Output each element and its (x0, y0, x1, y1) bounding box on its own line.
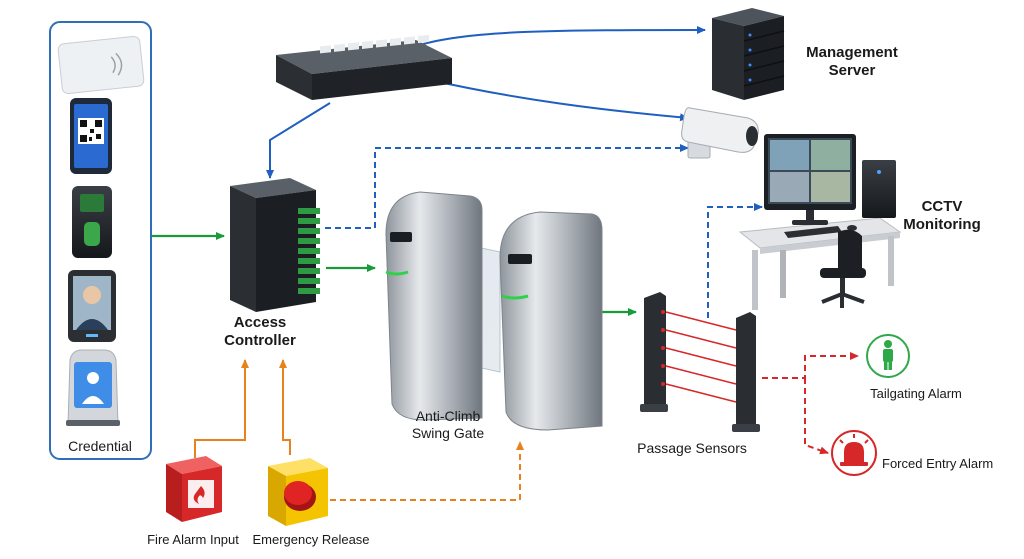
cctv-camera-icon (681, 107, 759, 159)
access-controller-icon (230, 178, 320, 312)
smartphone-qr-icon (70, 98, 112, 174)
network-switch-icon (276, 34, 452, 100)
line-sensors-to-forced-entry (804, 378, 829, 455)
line-emergency-to-controller (279, 359, 291, 455)
line-fire-to-controller (194, 359, 249, 458)
self-service-kiosk-icon (66, 349, 120, 426)
fire-alarm-icon (166, 456, 222, 522)
passage-sensors-icon (640, 292, 760, 432)
emergency-release-icon (268, 458, 328, 526)
anti-climb-swing-gate-label: Anti-Climb Swing Gate (411, 408, 485, 441)
rfid-card-icon (57, 35, 145, 95)
line-sensors-to-cctv (707, 203, 763, 318)
line-switch-to-server (419, 26, 706, 46)
fingerprint-reader-icon (72, 186, 112, 258)
line-emergency-to-gate (330, 441, 524, 501)
forced-entry-alarm-icon (831, 430, 877, 476)
emergency-release-label: Emergency Release (252, 532, 370, 547)
credential-panel (49, 21, 152, 460)
fire-alarm-input-label: Fire Alarm Input (147, 532, 239, 547)
line-sensors-to-tailgating (762, 352, 859, 379)
forced-entry-alarm-label: Forced Entry Alarm (882, 456, 994, 471)
line-switch-to-camera (429, 79, 689, 122)
management-server-icon (712, 8, 785, 100)
line-switch-to-controller (266, 102, 331, 179)
credential-label: Credential (68, 438, 132, 454)
tailgating-alarm-icon (866, 334, 910, 378)
anti-climb-swing-gate-icon (385, 191, 603, 431)
tailgating-alarm-label: Tailgating Alarm (870, 386, 962, 401)
cctv-monitoring-label: CCTV Monitoring (903, 198, 981, 233)
cctv-workstation-icon (738, 134, 902, 310)
management-server-label: Management Server (806, 44, 898, 79)
access-controller-label: Access Controller (224, 314, 296, 349)
connectors (150, 26, 859, 501)
passage-sensors-label: Passage Sensors (637, 440, 747, 456)
face-recognition-terminal-icon (68, 270, 116, 342)
line-controller-to-camera (325, 144, 689, 229)
